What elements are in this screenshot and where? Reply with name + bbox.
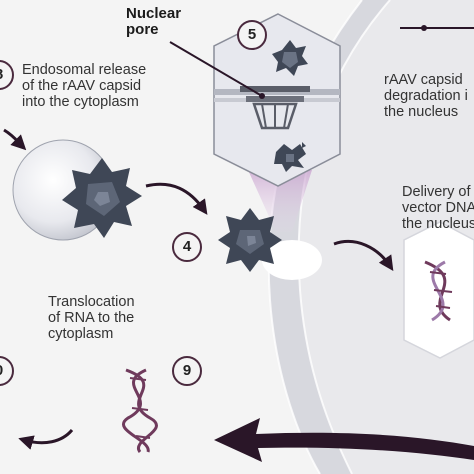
step-9-badge: 9 [172,356,202,386]
degraded-capsid-icon [274,142,306,172]
zoom-beam [248,170,312,232]
released-capsid-icon [62,158,142,238]
arrow-rna-to-cytoplasm [18,428,74,450]
nuclear-pore-label: Nuclear pore [126,5,182,38]
arrow-vesicle-to-capsid [145,182,208,215]
step-4-badge: 4 [172,232,202,262]
export-arrow [214,418,474,462]
translocation-label: Translocation of RNA to the cytoplasm [48,294,135,342]
nucleus-region [298,0,474,474]
rna-helix-icon [122,368,158,453]
capsid-degradation-label: rAAV capsid degradation i the nucleus [384,72,468,120]
capsid-icon [272,40,308,76]
delivery-label: Delivery of vector DNA the nucleus [402,184,474,232]
endosomal-release-label: Endosomal release of the rAAV capsid int… [22,62,147,110]
step-5-badge: 5 [237,20,267,50]
arrow-pore-to-dna [333,239,394,271]
vector-dna-icon [424,260,453,322]
nuclear-pore-complex-icon [240,86,310,130]
arrow-to-vesicle [3,128,27,151]
capsid-at-pore-icon [218,208,282,272]
pore-opening [262,240,322,280]
